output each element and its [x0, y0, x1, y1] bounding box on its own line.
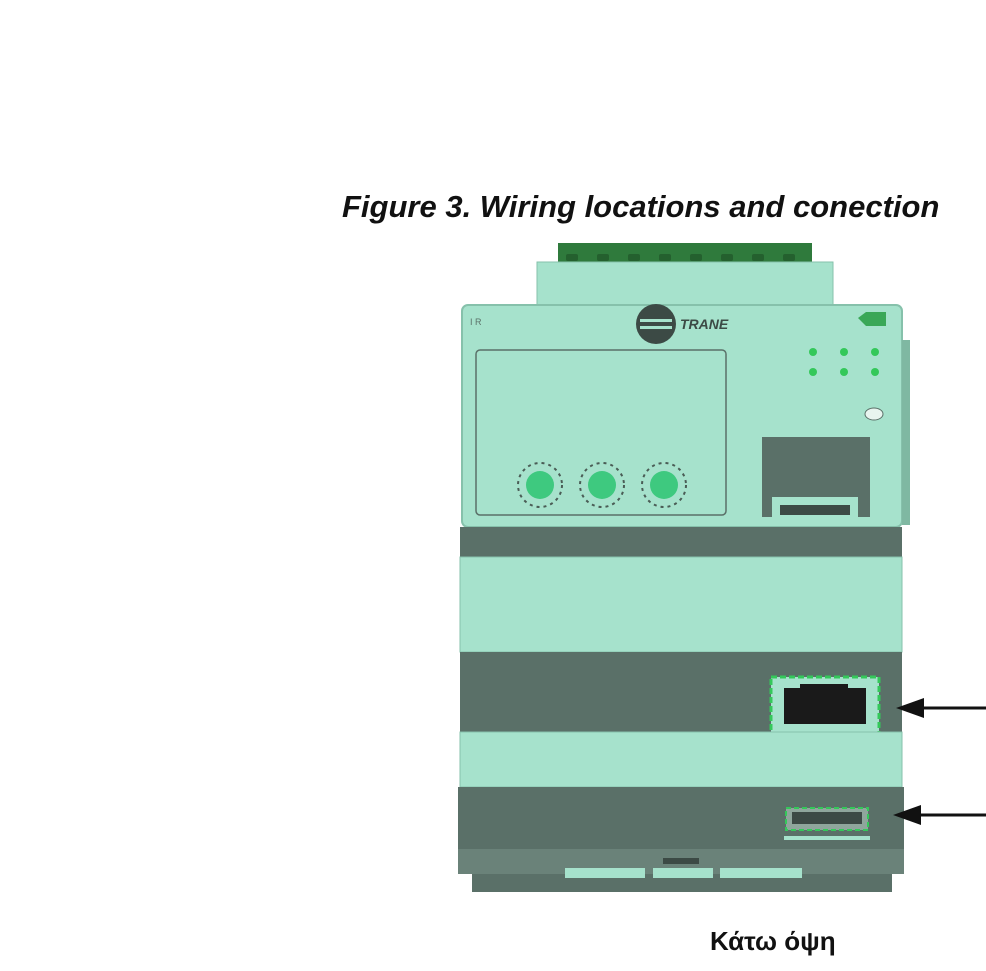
rotary-switches — [517, 462, 687, 508]
status-leds — [809, 348, 879, 376]
service-port — [762, 437, 870, 517]
led-2 — [840, 348, 848, 356]
terminal-block — [536, 243, 834, 309]
led-6 — [871, 368, 879, 376]
figure-title: Figure 3. Wiring locations and conection — [342, 189, 940, 224]
housing-band-light-1 — [459, 556, 903, 653]
housing-band-light-2 — [459, 731, 903, 788]
rotary-switch-2 — [579, 462, 625, 508]
ethernet-port — [769, 675, 881, 737]
arrow-left-icon — [896, 698, 986, 718]
view-caption: Κάτω όψη — [710, 926, 836, 956]
service-button — [864, 407, 884, 421]
rotary-switch-1 — [517, 462, 563, 508]
din-clip — [858, 312, 886, 326]
arrow-left-icon — [893, 805, 986, 825]
brand-label: TRANE — [680, 316, 729, 332]
led-1 — [809, 348, 817, 356]
led-4 — [809, 368, 817, 376]
led-3 — [871, 348, 879, 356]
housing-band-dark-1 — [460, 527, 902, 557]
usb-port — [784, 807, 870, 840]
switch-recess — [475, 349, 727, 516]
housing-base — [458, 849, 904, 892]
rotary-switch-3 — [641, 462, 687, 508]
label-small: I R — [470, 317, 482, 327]
trane-logo-icon: TRANE — [636, 304, 729, 344]
led-5 — [840, 368, 848, 376]
